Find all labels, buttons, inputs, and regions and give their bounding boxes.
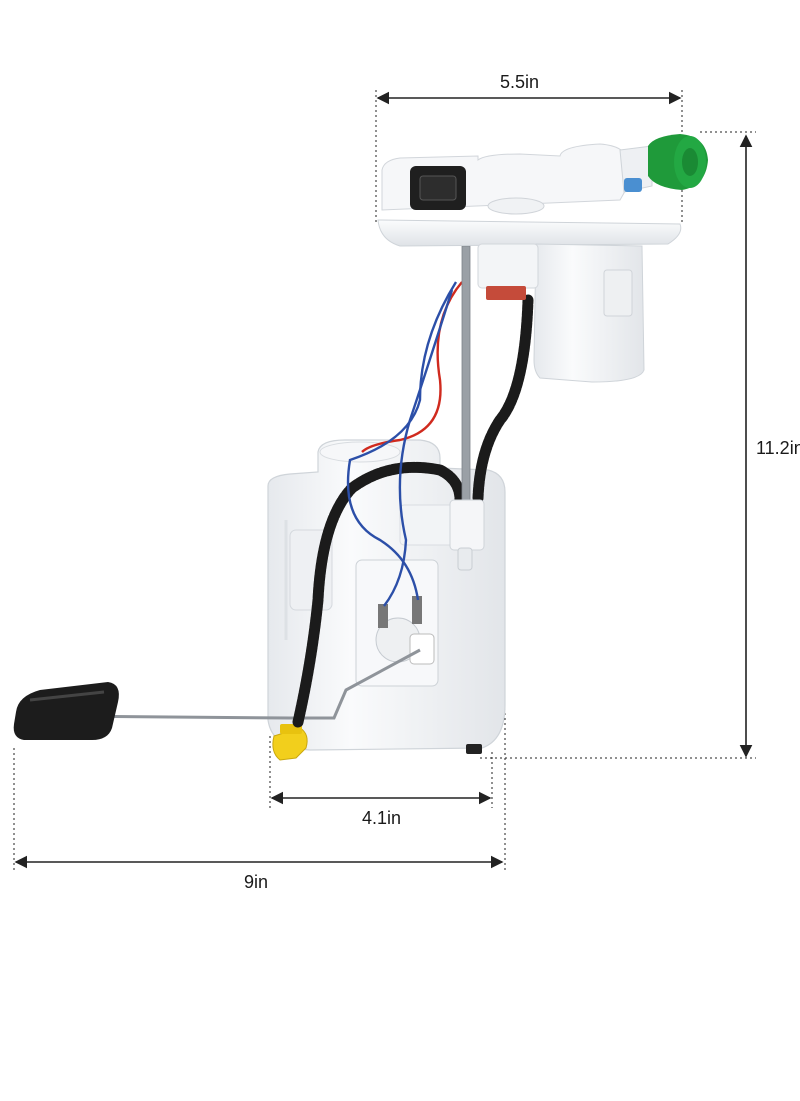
guide-rod	[449, 245, 485, 571]
wiring	[346, 281, 463, 607]
top-flange	[377, 134, 708, 383]
top-width-label: 5.5in	[500, 72, 540, 92]
tank-width-label: 4.1in	[362, 808, 402, 828]
fuel-hoses	[292, 294, 534, 728]
total-width-label: 9in	[244, 872, 269, 892]
height-label: 11.2in	[756, 438, 800, 458]
float-arm	[13, 648, 421, 740]
dimension-lines	[13, 90, 756, 870]
pump-reservoir	[267, 439, 506, 754]
